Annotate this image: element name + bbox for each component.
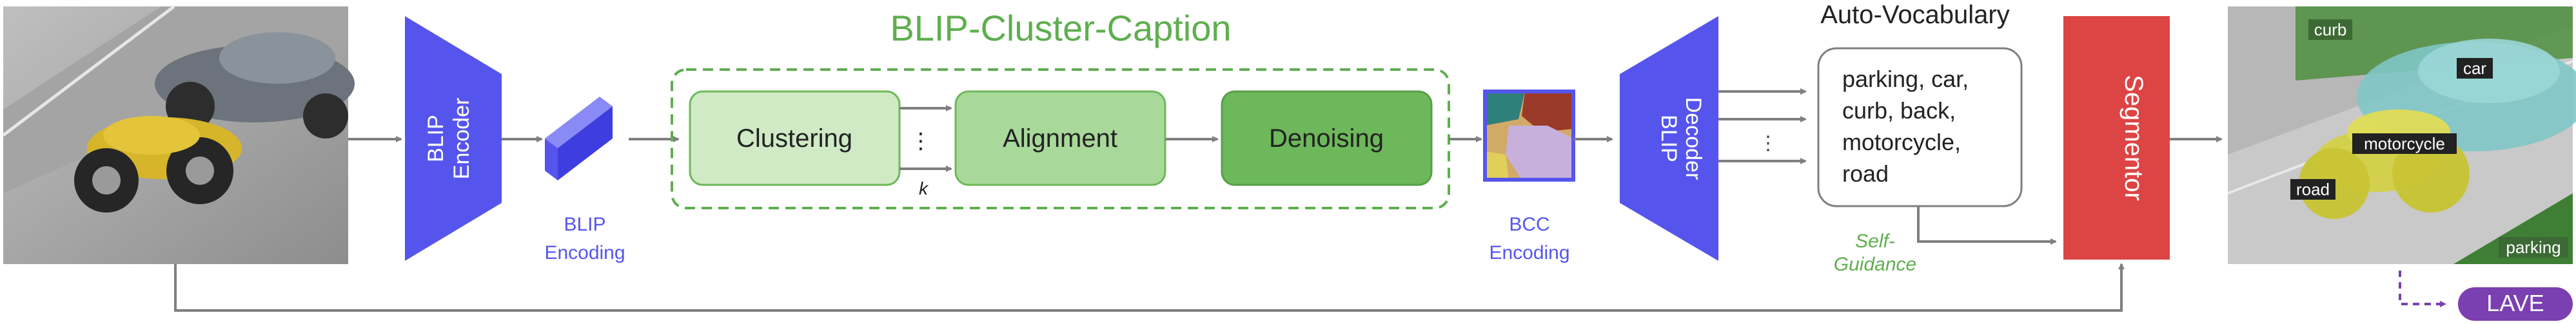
seg-tag-curb-bg bbox=[2308, 19, 2352, 40]
arrow-self-guidance bbox=[1917, 206, 2057, 245]
cluster-dots: ⋮ bbox=[910, 129, 932, 153]
seg-tag-parking: parking bbox=[2506, 238, 2561, 257]
seg-tag-parking-bg bbox=[2499, 237, 2568, 258]
bcc-title: BLIP-Cluster-Caption bbox=[890, 8, 1231, 48]
blip-encoder-label-line1: BLIP bbox=[424, 115, 448, 162]
vocab-line-3: motorcycle, bbox=[1842, 129, 1961, 155]
seg-tag-car-bg bbox=[2457, 58, 2493, 79]
arrow-to-lave bbox=[2399, 271, 2446, 307]
denoising-node bbox=[1221, 90, 1433, 186]
denoising-label: Denoising bbox=[1269, 124, 1384, 153]
clustering-label: Clustering bbox=[736, 124, 852, 153]
seg-tag-road-bg bbox=[2290, 179, 2335, 200]
lave-badge bbox=[2458, 287, 2573, 321]
seg-tag-motorcycle: motorcycle bbox=[2364, 134, 2445, 153]
lave-label: LAVE bbox=[2486, 290, 2544, 316]
vocab-line-1: parking, car, bbox=[1842, 66, 1969, 92]
bcc-encoding-map-icon bbox=[1483, 90, 1575, 182]
seg-tag-motorcycle-bg bbox=[2352, 133, 2457, 154]
blip-encoder-label-line2: Encoder bbox=[449, 98, 474, 180]
seg-tag-curb: curb bbox=[2314, 20, 2347, 39]
decoder-dots: ⋮ bbox=[1758, 133, 1778, 154]
self-guidance-label-line1: Self- bbox=[1855, 231, 1895, 252]
blip-decoder-block bbox=[1620, 16, 1718, 261]
blip-encoding-cube-icon bbox=[545, 97, 613, 180]
alignment-label: Alignment bbox=[1003, 124, 1117, 153]
vocab-line-2: curb, back, bbox=[1842, 97, 1956, 124]
seg-tag-road: road bbox=[2296, 180, 2330, 199]
k-label: k bbox=[919, 178, 929, 198]
vocab-line-4: road bbox=[1842, 160, 1889, 187]
seg-tag-car: car bbox=[2463, 59, 2486, 78]
segmentor-label: Segmentor bbox=[2119, 75, 2148, 201]
blip-decoder-label-line2: Decoder bbox=[1681, 97, 1706, 180]
input-photo bbox=[2, 5, 355, 264]
blip-decoder-label-line1: BLIP bbox=[1657, 115, 1681, 162]
blip-encoding-label-line2: Encoding bbox=[544, 242, 625, 263]
clustering-node bbox=[689, 90, 901, 186]
self-guidance-label-line2: Guidance bbox=[1834, 254, 1916, 275]
auto-vocabulary-box bbox=[1817, 47, 2023, 207]
bcc-encoding-label-line2: Encoding bbox=[1489, 242, 1569, 263]
bcc-encoding-label-line1: BCC bbox=[1509, 214, 1549, 235]
blip-encoder-block bbox=[405, 16, 502, 261]
auto-vocabulary-title: Auto-Vocabulary bbox=[1820, 1, 2010, 29]
segmentor-block bbox=[2063, 16, 2170, 260]
blip-encoding-label-line1: BLIP bbox=[564, 214, 605, 235]
arrow-photo-skip-to-segmentor bbox=[174, 263, 2125, 312]
